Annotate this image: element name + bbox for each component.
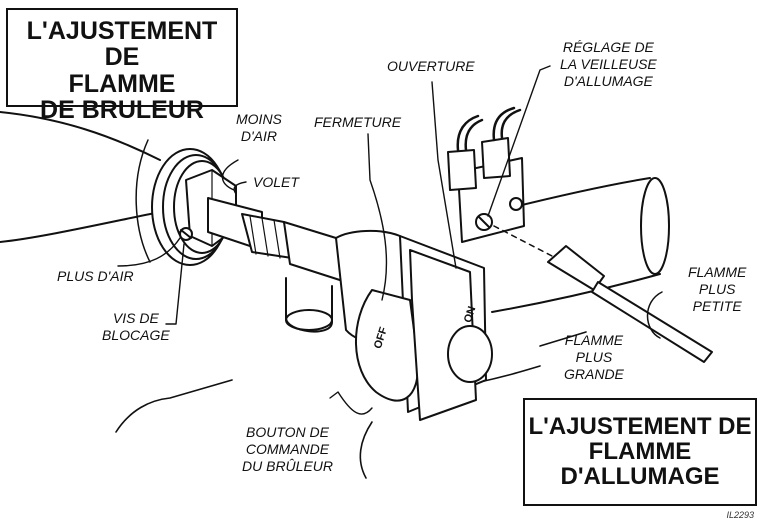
label-control-knob-line-1: BOUTON DE xyxy=(246,424,329,440)
label-less-air-line-1: MOINS xyxy=(236,111,282,127)
mounting-bracket xyxy=(285,277,333,333)
lock-screw xyxy=(179,227,193,241)
label-smaller-flame-line-2: PLUS xyxy=(698,281,736,297)
label-opening: OUVERTURE xyxy=(387,58,475,74)
label-larger-flame: FLAMME PLUS GRANDE xyxy=(564,332,624,383)
screwdriver xyxy=(493,225,713,363)
label-lock-screw-line-2: BLOCAGE xyxy=(102,327,170,343)
label-more-air: PLUS D'AIR xyxy=(57,268,134,284)
label-lock-screw: VIS DE BLOCAGE xyxy=(102,310,170,344)
label-lock-screw-line-1: VIS DE xyxy=(112,310,159,326)
label-control-knob: BOUTON DE COMMANDE DU BRÛLEUR xyxy=(242,424,333,475)
pilot-flame-title: L'AJUSTEMENT DE FLAMME D'ALLUMAGE xyxy=(523,398,757,506)
control-knob xyxy=(355,249,493,421)
pilot-valve xyxy=(447,106,525,243)
burner-flame-title: L'AJUSTEMENT DE FLAMME DE BRULEUR xyxy=(6,8,238,123)
label-smaller-flame-line-3: PETITE xyxy=(692,298,742,314)
leader-lines xyxy=(117,65,551,415)
pilot-title-line-2: FLAMME xyxy=(588,438,692,466)
pilot-title-line-3: D'ALLUMAGE xyxy=(560,463,720,491)
pilot-title-line-1: L'AJUSTEMENT DE xyxy=(528,413,752,440)
label-pilot-adjust-line-2: LA VEILLEUSE xyxy=(560,56,657,72)
label-larger-flame-line-2: PLUS xyxy=(575,349,613,365)
label-shutter: VOLET xyxy=(253,174,299,190)
burner-title-line-3: DE BRULEUR xyxy=(40,95,204,124)
burner-tube xyxy=(0,111,161,243)
label-pilot-adjust: RÉGLAGE DE LA VEILLEUSE D'ALLUMAGE xyxy=(560,39,657,90)
label-closing: FERMETURE xyxy=(314,114,402,130)
label-smaller-flame-line-1: FLAMME xyxy=(688,264,747,280)
burner-title-line-1: L'AJUSTEMENT DE xyxy=(26,17,218,72)
figure-id: IL2293 xyxy=(726,510,754,520)
label-control-knob-line-3: DU BRÛLEUR xyxy=(242,458,334,474)
orifice-fitting xyxy=(207,197,347,283)
panel-lines xyxy=(115,331,587,479)
label-larger-flame-line-3: GRANDE xyxy=(564,366,624,382)
burner-title-line-2: FLAMME xyxy=(68,69,176,98)
label-pilot-adjust-line-3: D'ALLUMAGE xyxy=(563,73,653,89)
label-control-knob-line-2: COMMANDE xyxy=(245,441,330,457)
label-pilot-adjust-line-1: RÉGLAGE DE xyxy=(562,39,654,55)
label-larger-flame-line-1: FLAMME xyxy=(564,332,624,348)
label-less-air-line-2: D'AIR xyxy=(240,128,277,144)
label-smaller-flame: FLAMME PLUS PETITE xyxy=(688,264,746,315)
label-less-air: MOINS D'AIR xyxy=(236,111,282,145)
